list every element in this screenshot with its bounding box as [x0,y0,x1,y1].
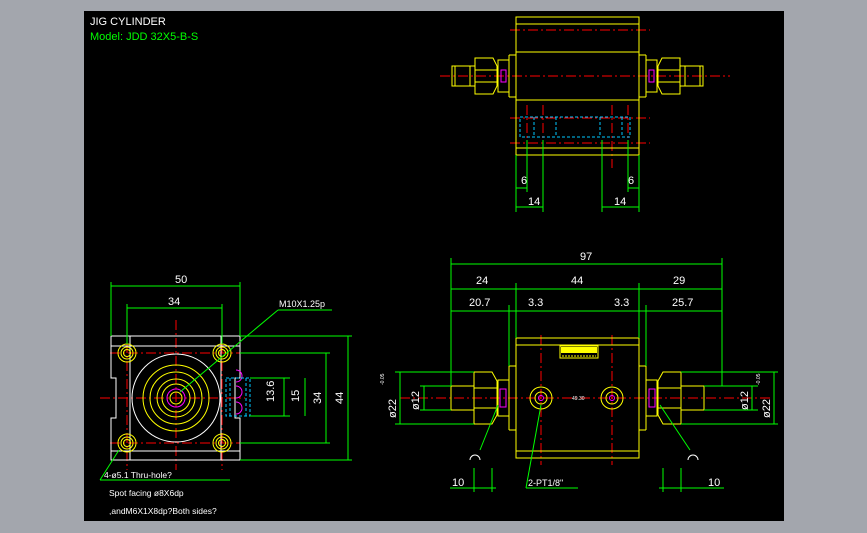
front-view: 50 34 13.6 15 34 44 M10X1.25p 4-ø5.1 Thr… [99,274,352,516]
dim-top-6-right: 6 [628,175,634,187]
bolt-hole-bottom-left [117,433,137,453]
dim-front-50: 50 [175,274,187,286]
port-callout: 2-PT1/8" [528,478,563,488]
dim-top-14-left: 14 [528,196,540,208]
dim-side-3-3-left: 3.3 [528,297,543,309]
dim-side-dia22-left: ø22 [387,399,399,418]
bolt-hole-bottom-right [212,433,232,453]
hole-note-line-3: ,andM6X1X8dp?Both sides? [109,506,217,516]
side-view: 49.30 [380,251,778,492]
dim-top-6-left: 6 [521,175,527,187]
dim-front-34-vertical: 34 [312,392,324,404]
dim-side-dia22-right-tol: -0.05 [756,373,762,385]
dim-side-29: 29 [673,275,685,287]
drawing-title: JIG CYLINDER [90,16,166,28]
port-right [600,386,624,410]
dim-side-44: 44 [571,275,583,287]
dim-front-44: 44 [334,392,346,404]
dim-side-10-left: 10 [452,477,464,489]
top-view: 6 6 14 14 [440,16,730,212]
dim-top-14-right: 14 [614,196,626,208]
hole-note-line-2: Spot facing ø8X6dp [109,488,184,498]
cad-viewport[interactable]: JIG CYLINDER Model: JDD 32X5-B-S [84,11,784,521]
cad-drawing: JIG CYLINDER Model: JDD 32X5-B-S [84,11,784,521]
dim-side-dia12-right: ø12 [739,391,751,410]
dim-side-97: 97 [580,251,592,263]
dim-side-10-right: 10 [708,477,720,489]
dim-side-dia12-left: ø12 [410,391,422,410]
thread-callout: M10X1.25p [279,299,325,309]
bolt-hole-top-left [117,343,137,363]
dim-front-15: 15 [290,390,302,402]
dim-side-25-7: 25.7 [672,297,693,309]
hole-note-line-1: 4-ø5.1 Thru-hole? [104,470,172,480]
model-label: Model: JDD 32X5-B-S [90,31,198,43]
dim-side-dia22-left-tol: -0.05 [380,373,386,385]
dim-side-20-7: 20.7 [469,297,490,309]
dim-side-24: 24 [476,275,488,287]
port-left [529,386,553,410]
dim-side-3-3-right: 3.3 [614,297,629,309]
center-mark: 49.30 [572,396,585,402]
dim-front-34-horizontal: 34 [168,296,180,308]
dim-side-dia22-right: ø22 [761,399,773,418]
dim-front-13-6: 13.6 [265,381,277,402]
